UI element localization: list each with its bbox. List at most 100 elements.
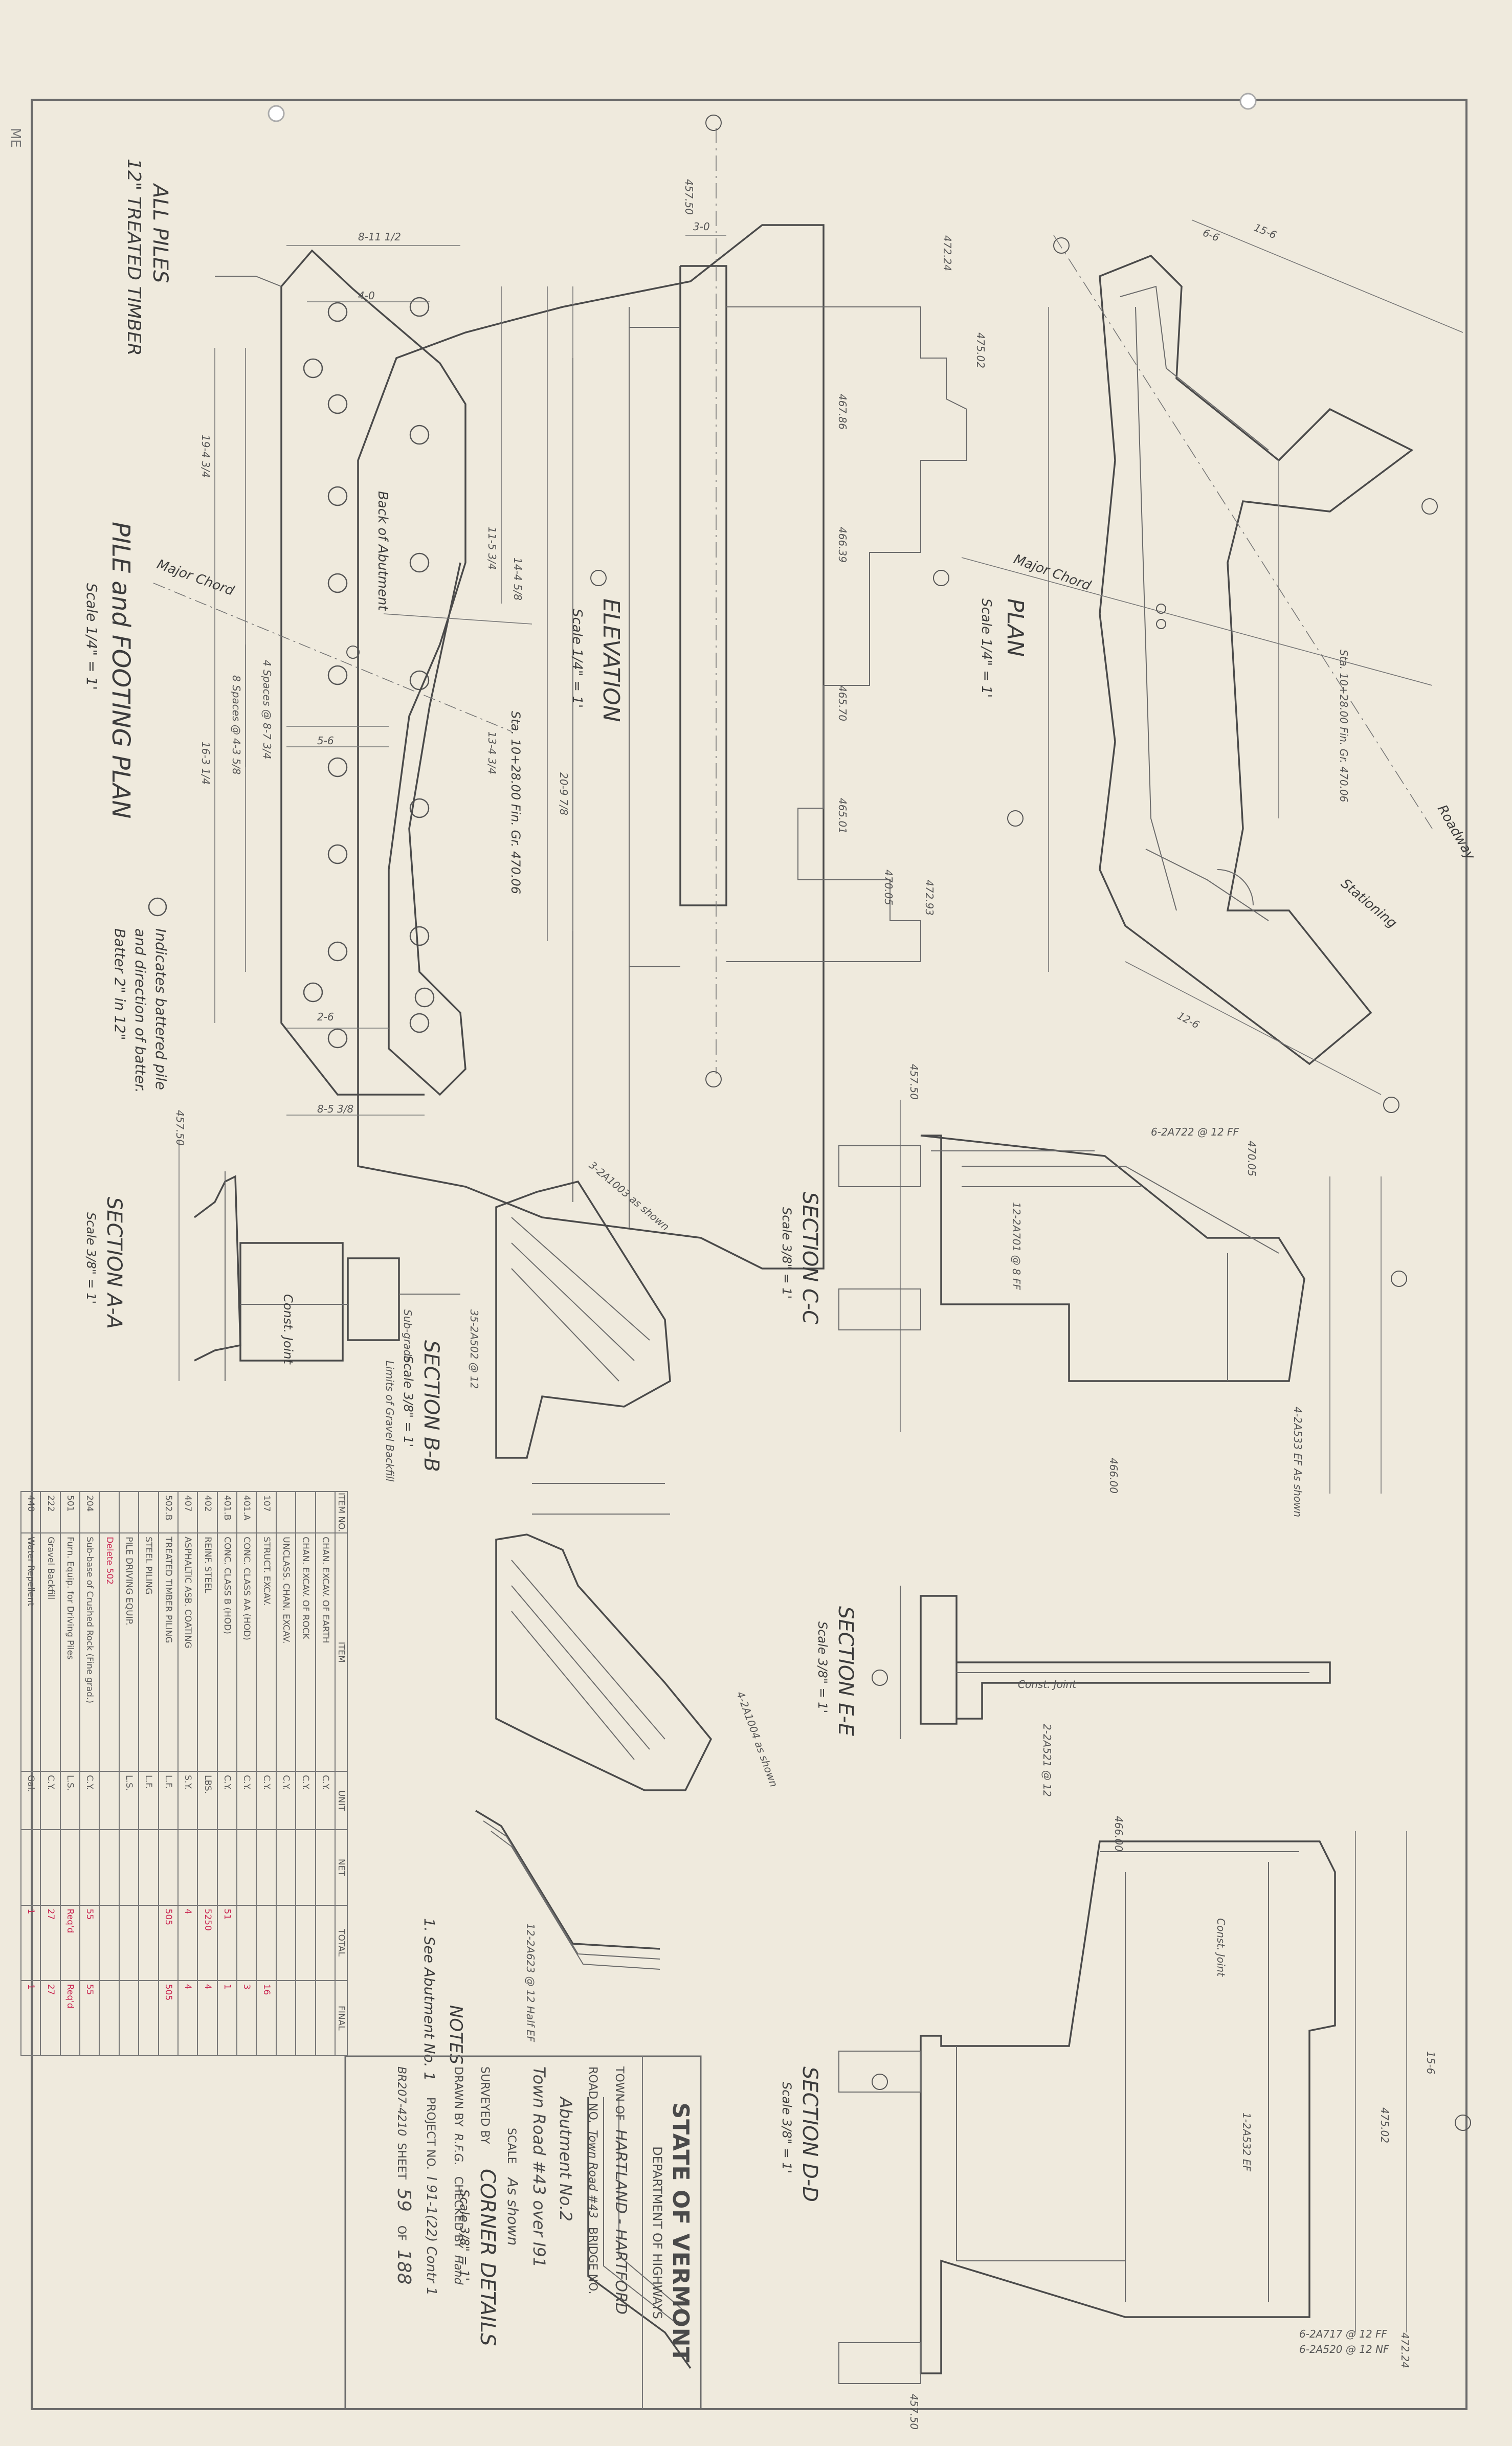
- corner-bar-label: 12-2A623 @ 12 Half EF: [524, 1923, 537, 2042]
- quantity-table-grid: ITEM NO. ITEM UNIT NET TOTAL FINAL CHAN.…: [20, 1491, 348, 2056]
- table-cell: [276, 1492, 296, 1533]
- table-cell: [276, 1830, 296, 1905]
- section-dd-bar-6: 1-2A532 EF: [1240, 2113, 1253, 2172]
- section-cc-bar-2: 6-2A722 @ 12 FF: [1151, 1126, 1239, 1138]
- section-cc-el-470: 470.05: [1246, 1141, 1258, 1176]
- table-cell: 51: [217, 1905, 237, 1981]
- dim-11-5: 11-5 3/4: [486, 527, 498, 570]
- checked-label: CHECKED BY: [452, 2176, 464, 2249]
- table-cell: 4: [178, 1980, 198, 2056]
- scale-label: SCALE: [505, 2128, 518, 2164]
- section-ee-scale: Scale 3/8" = 1': [815, 1621, 830, 1713]
- section-bb: [495, 1180, 713, 1791]
- plan-station-label: Sta. 10+28.00 Fin. Gr. 470.06: [1338, 650, 1350, 802]
- table-cell: [99, 1830, 119, 1905]
- table-cell: L.F.: [158, 1771, 178, 1830]
- section-cc-el: 466.00: [1107, 1458, 1120, 1494]
- project-label: PROJECT NO.: [424, 2097, 437, 2170]
- town-value: HARTLAND - HARTFORD: [612, 2129, 630, 2315]
- table-cell: 505: [158, 1980, 178, 2056]
- title-block: [344, 2055, 702, 2410]
- table-header: UNIT: [335, 1771, 347, 1830]
- table-cell: 4: [197, 1980, 217, 2056]
- corner-details-scale: Scale 3/8" = 1': [457, 2189, 472, 2281]
- table-cell: [139, 1492, 159, 1533]
- table-cell: [99, 1771, 119, 1830]
- table-cell: CONC. CLASS B (HOD): [217, 1533, 237, 1772]
- state-title: STATE OF VERMONT: [668, 2102, 694, 2363]
- table-cell: [276, 1980, 296, 2056]
- section-dd-bar-4: 6-2A717 @ 12 FF: [1299, 2328, 1388, 2340]
- elev-470-05: 470.05: [882, 870, 895, 905]
- table-cell: [237, 1905, 257, 1981]
- section-dd-bar-5: 6-2A520 @ 12 NF: [1299, 2343, 1389, 2355]
- table-cell: Gravel Backfill: [40, 1533, 60, 1772]
- table-cell: 402: [197, 1492, 217, 1533]
- sheet-border: [31, 99, 1467, 2410]
- section-dd-scale: Scale 3/8" = 1': [780, 2082, 794, 2173]
- dim-4-0: 4-0: [358, 290, 375, 302]
- batter-legend-2: and direction of batter.: [132, 928, 149, 1093]
- table-cell: PILE DRIVING EQUIP.: [119, 1533, 139, 1772]
- punch-hole-left: [268, 105, 285, 122]
- table-cell: STRUCT. EXCAV.: [256, 1533, 276, 1772]
- road-label: ROAD NO.: [586, 2066, 599, 2124]
- section-aa-title: SECTION A-A: [102, 1197, 126, 1329]
- quantity-table-overlay: ITEM NO. ITEM UNIT NET TOTAL FINAL CHAN.…: [20, 1491, 348, 2056]
- town-label: TOWN OF: [613, 2066, 626, 2121]
- table-cell: [119, 1980, 139, 2056]
- table-cell: 1: [217, 1980, 237, 2056]
- note-1: 1. See Abutment No. 1: [421, 1918, 438, 2081]
- table-cell: L.S.: [60, 1771, 80, 1830]
- pile-note-title: ALL PILES: [148, 183, 172, 283]
- pile-plan-scale: Scale 1/4" = 1': [83, 583, 100, 690]
- notes-heading: NOTES: [446, 2005, 466, 2064]
- corner-details: [475, 1810, 692, 2369]
- table-cell: CHAN. EXCAV. OF EARTH: [315, 1533, 335, 1772]
- table-cell: [99, 1980, 119, 2056]
- pile-footing-plan: [153, 224, 825, 1270]
- elevation-title: ELEVATION: [598, 598, 624, 722]
- drawing-number: BR207-4210: [395, 2066, 408, 2137]
- road-value: Town Road #43: [586, 2130, 599, 2218]
- corner-details-title: CORNER DETAILS: [476, 2169, 499, 2346]
- table-row: Delete 502: [99, 1492, 119, 2056]
- section-dd-title: SECTION D-D: [798, 2066, 821, 2202]
- bar-35-2a502: 35-2A502 @ 12: [468, 1309, 480, 1389]
- plan-scale: Scale 1/4" = 1': [979, 598, 994, 698]
- road-line: ROAD NO. Town Road #43 BRIDGE NO.: [579, 2066, 606, 2399]
- table-cell: 407: [178, 1492, 198, 1533]
- dim-8-5: 8-5 3/8: [317, 1103, 353, 1115]
- title-block-overlay: STATE OF VERMONT DEPARTMENT OF HIGHWAYS …: [345, 2056, 701, 2409]
- elev-472-24: 472.24: [941, 235, 953, 271]
- table-cell: [21, 1830, 41, 1905]
- plan-title: PLAN: [1002, 598, 1028, 657]
- elev-dim-3-0: 3-0: [693, 220, 710, 233]
- dim-8-11: 8-11 1/2: [358, 231, 401, 243]
- table-cell: [139, 1980, 159, 2056]
- elev-466-39: 466.39: [836, 527, 849, 563]
- table-cell: Water Repellent: [21, 1533, 41, 1772]
- elev-457-50: 457.50: [683, 179, 695, 215]
- department-title: DEPARTMENT OF HIGHWAYS: [650, 2146, 664, 2319]
- sheet-label: SHEET: [395, 2143, 408, 2180]
- table-cell: [60, 1830, 80, 1905]
- table-cell: [139, 1905, 159, 1981]
- table-cell: C.Y.: [315, 1771, 335, 1830]
- corner-mark: ME: [8, 128, 23, 148]
- table-cell: Delete 502: [99, 1533, 119, 1772]
- section-dd-joint: Const. Joint: [1215, 1918, 1227, 1977]
- limits-gravel-label: Limits of Gravel Backfill: [384, 1361, 396, 1482]
- table-header: TOTAL: [335, 1905, 347, 1981]
- table-cell: 1: [21, 1905, 41, 1981]
- dim-2-6: 2-6: [317, 1011, 334, 1023]
